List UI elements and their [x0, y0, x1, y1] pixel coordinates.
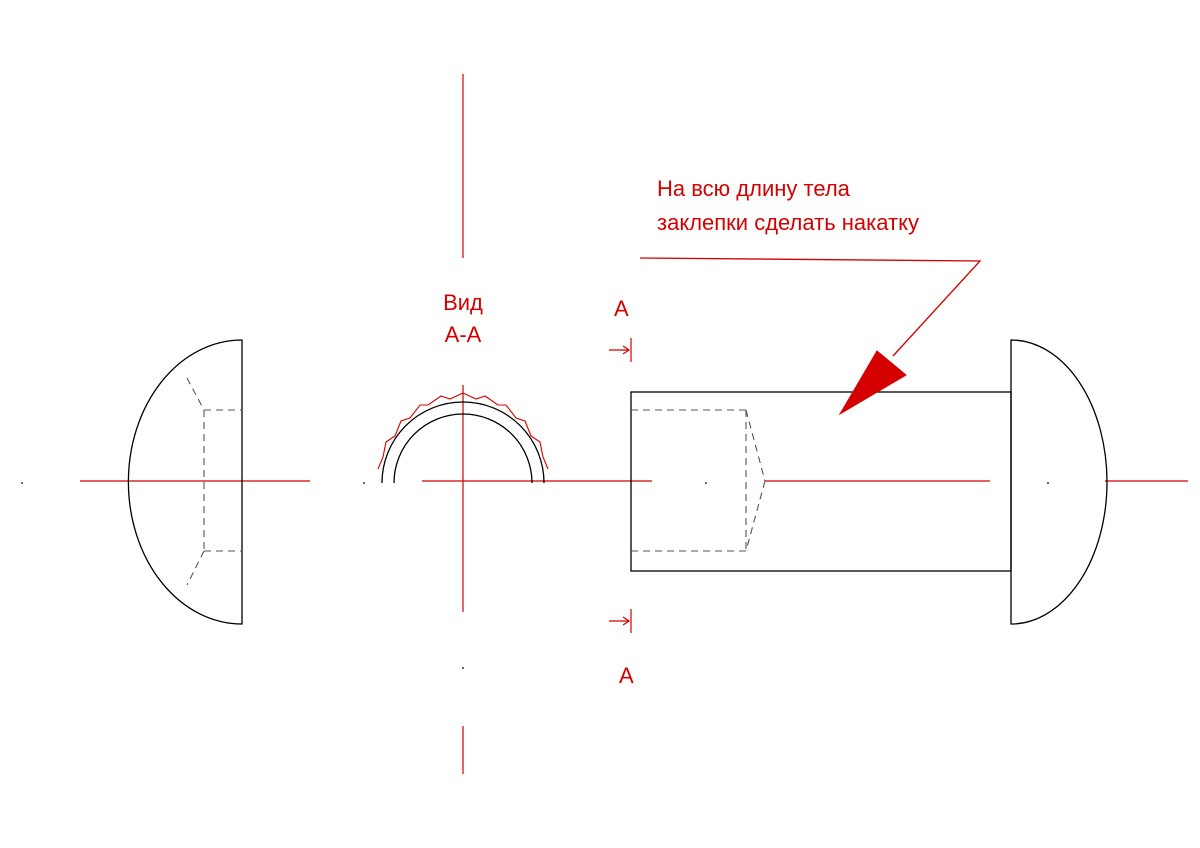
left-head-outline — [127, 339, 243, 625]
annotation-leader — [639, 257, 982, 416]
view-label-line-1: Вид — [443, 290, 483, 315]
section-view-a-a — [377, 392, 549, 484]
shank-hidden-lines — [631, 409, 766, 552]
section-inner-ring — [393, 413, 533, 484]
center-lines — [80, 74, 1188, 774]
section-mark-bottom: А — [619, 663, 634, 688]
annotation-note-line-1: На всю длину тела — [657, 176, 850, 201]
section-cut-marks — [609, 338, 632, 633]
annotation-note-line-2: заклепки сделать накатку — [657, 210, 919, 235]
knurl-teeth — [377, 392, 549, 470]
view-label-line-2: А-А — [444, 322, 482, 347]
section-mark-top: А — [614, 296, 629, 321]
rivet-body — [630, 339, 1108, 625]
section-outer-ring — [381, 401, 545, 484]
right-rivet-head — [1010, 339, 1108, 625]
leader-line — [639, 257, 982, 357]
center-dots — [21, 482, 1049, 669]
leader-arrowhead — [838, 350, 907, 416]
left-head-hidden-lines — [186, 377, 242, 586]
left-rivet-head — [127, 339, 243, 625]
